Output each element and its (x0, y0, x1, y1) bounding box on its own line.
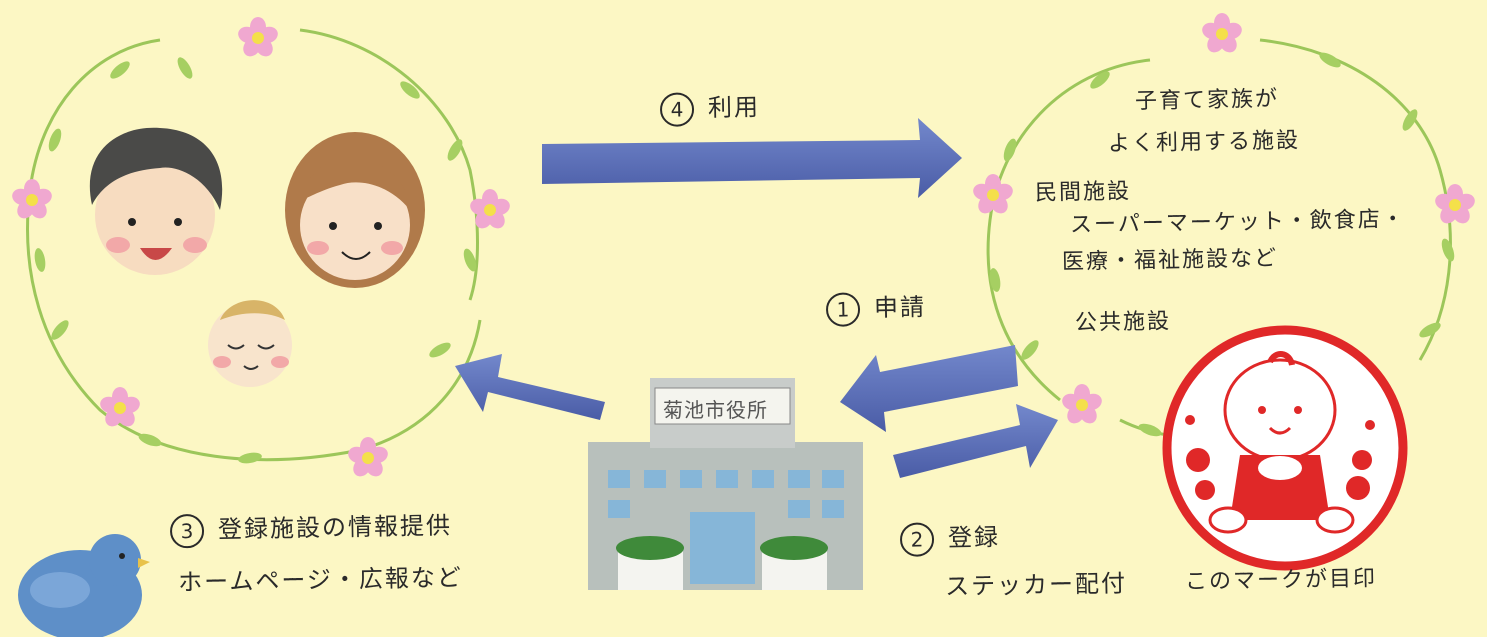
step-info-line-2: ホームページ・広報など (177, 563, 464, 597)
public-facilities-title: 公共施設 (1074, 309, 1172, 336)
private-facilities-title: 民間施設 (1034, 179, 1132, 206)
bluebird (18, 534, 150, 637)
left-vine-wreath (26, 28, 482, 462)
kosodate-mark (1162, 325, 1408, 571)
left-flowers (10, 17, 512, 480)
private-facilities-line-1: スーパーマーケット・飲食店・ (1069, 207, 1407, 238)
step-register-sub: ステッカー配付 (944, 569, 1128, 601)
facilities-heading-2: よく利用する施設 (1107, 128, 1301, 157)
arrow-apply (840, 345, 1018, 432)
city-hall-sign: 菊池市役所 (663, 398, 768, 422)
city-hall-building (588, 378, 863, 590)
facilities-heading-1: 子育て家族が (1134, 86, 1280, 115)
arrow-info (455, 354, 605, 420)
baby-face (208, 300, 292, 387)
mark-caption: このマークが目印 (1184, 566, 1378, 595)
left-vine-leaves (32, 55, 479, 466)
father-face (89, 127, 223, 275)
private-facilities-line-2: 医療・福祉施設など (1061, 246, 1279, 275)
arrow-use (542, 118, 962, 198)
mother-face (285, 132, 425, 288)
arrow-register (893, 404, 1058, 478)
